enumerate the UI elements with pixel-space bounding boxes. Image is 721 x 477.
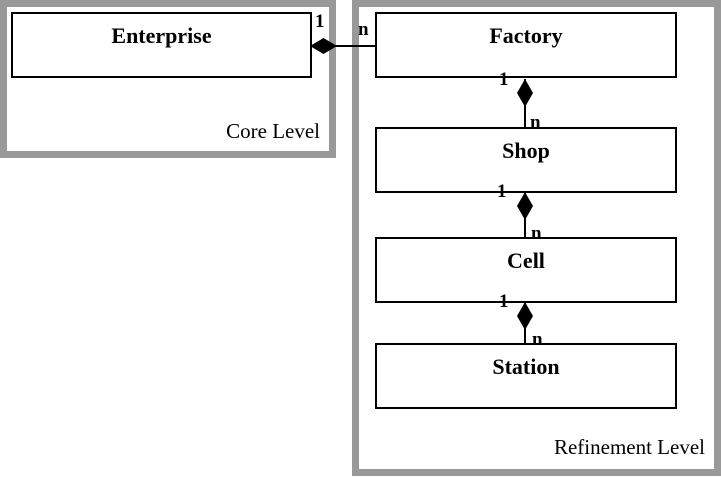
cardinality-shop-n: n: [530, 112, 541, 133]
relation-enterprise-factory-line: [312, 45, 375, 47]
cardinality-shop-one: 1: [497, 181, 507, 202]
cardinality-factory-one: 1: [499, 69, 509, 90]
core-level-label: Core Level: [226, 119, 320, 143]
entity-box-factory: Factory: [375, 12, 677, 78]
entity-box-cell: Cell: [375, 237, 677, 303]
composition-diamond-icon: [517, 302, 533, 330]
entity-box-enterprise: Enterprise: [11, 12, 312, 78]
cardinality-station-n: n: [532, 329, 543, 350]
entity-box-station: Station: [375, 343, 677, 409]
refinement-level-container: Factory Shop Cell Station Refinement Lev…: [352, 0, 721, 476]
refinement-level-label: Refinement Level: [553, 435, 705, 459]
entity-label-station: Station: [492, 354, 560, 379]
cardinality-enterprise-one: 1: [315, 11, 325, 32]
entity-box-shop: Shop: [375, 127, 677, 193]
composition-diamond-icon: [310, 38, 337, 54]
composition-diamond-icon: [517, 192, 533, 220]
entity-label-factory: Factory: [489, 23, 563, 48]
cardinality-factory-n: n: [358, 19, 369, 40]
core-level-container: Enterprise Core Level: [0, 0, 336, 158]
entity-label-shop: Shop: [502, 138, 550, 163]
entity-label-enterprise: Enterprise: [111, 23, 212, 48]
cardinality-cell-n: n: [531, 223, 542, 244]
composition-diamond-icon: [517, 79, 533, 107]
entity-label-cell: Cell: [507, 248, 545, 273]
cardinality-cell-one: 1: [499, 291, 509, 312]
